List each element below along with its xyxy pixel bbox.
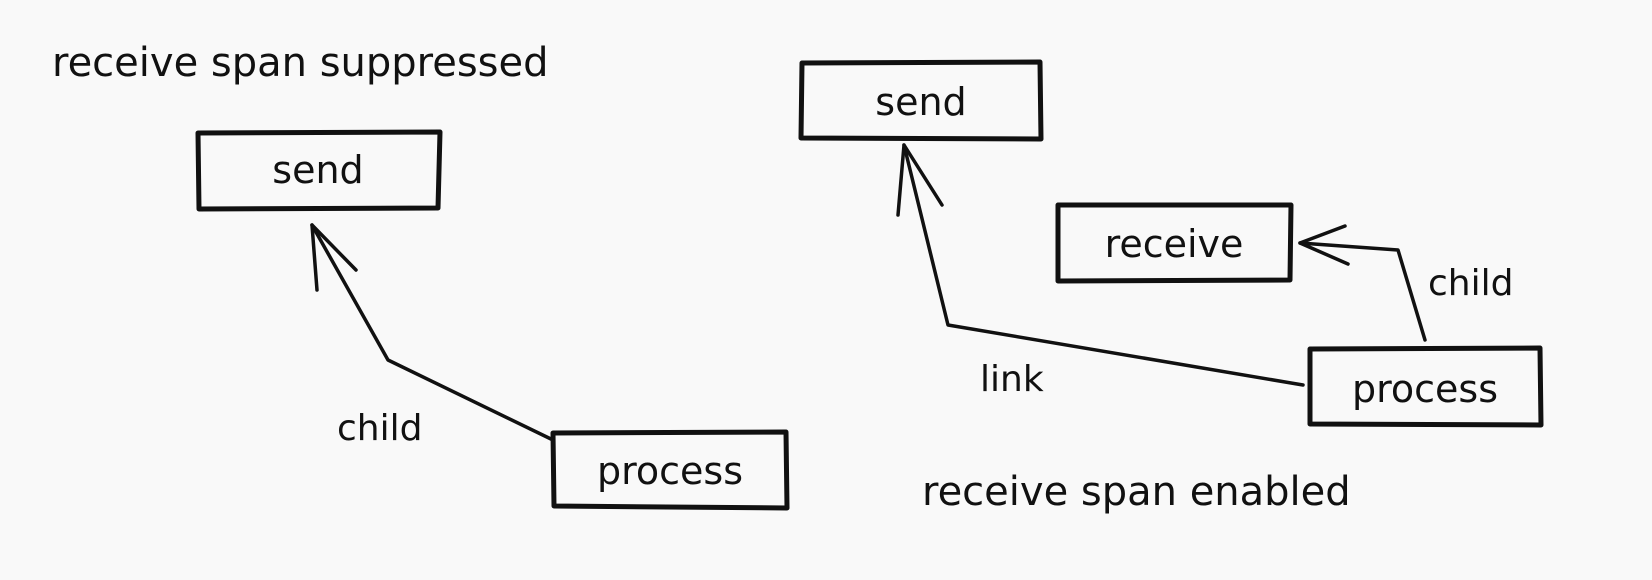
right-send-box xyxy=(798,59,1044,142)
left-process-box xyxy=(550,429,790,511)
left-send-label: send xyxy=(272,148,363,192)
right-process-label: process xyxy=(1352,367,1498,411)
left-send-box xyxy=(195,129,443,212)
right-receive-node: receive xyxy=(1055,202,1294,284)
right-child-edge xyxy=(1298,224,1427,342)
left-child-edge-line xyxy=(310,223,555,442)
left-process-node: process xyxy=(550,429,790,511)
right-child-arrowhead xyxy=(1298,224,1350,266)
right-link-edge-line xyxy=(902,143,1305,387)
right-send-label: send xyxy=(875,80,966,124)
right-panel-title: receive span enabled xyxy=(922,469,1351,515)
left-panel-title: receive span suppressed xyxy=(52,40,549,86)
left-child-label: child xyxy=(337,408,422,449)
right-link-edge xyxy=(896,143,1305,387)
right-panel: send receive process link child receive … xyxy=(798,59,1544,515)
left-child-edge xyxy=(310,223,555,442)
left-child-arrowhead xyxy=(310,223,358,292)
left-panel: receive span suppressed send process chi… xyxy=(52,40,790,511)
right-link-arrowhead xyxy=(896,143,944,217)
right-process-box xyxy=(1307,345,1544,428)
right-child-edge-line xyxy=(1298,241,1427,342)
right-process-node: process xyxy=(1307,345,1544,428)
right-send-node: send xyxy=(798,59,1044,142)
right-link-label: link xyxy=(980,359,1044,400)
left-send-node: send xyxy=(195,129,443,212)
right-child-label: child xyxy=(1428,263,1513,304)
left-process-label: process xyxy=(597,449,743,493)
right-receive-box xyxy=(1055,202,1294,284)
right-receive-label: receive xyxy=(1105,222,1244,266)
